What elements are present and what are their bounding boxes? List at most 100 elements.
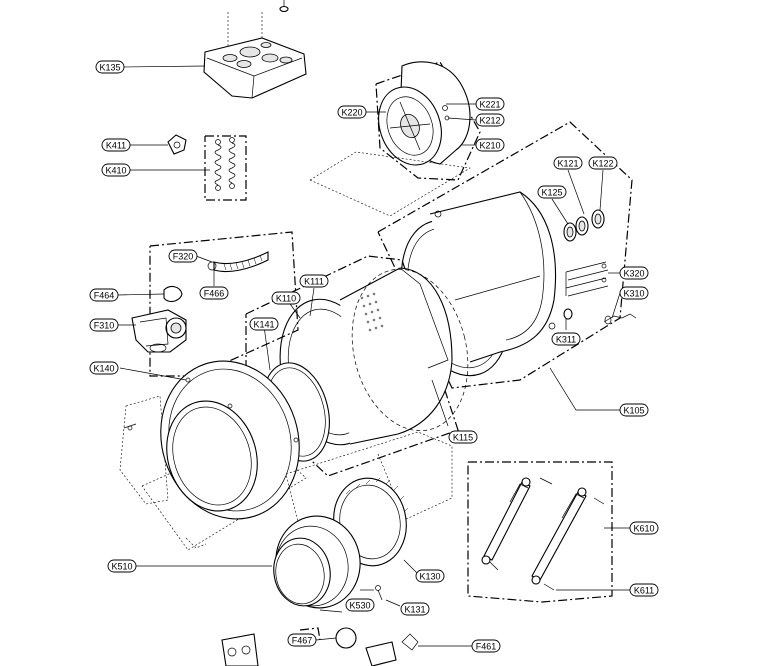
door-gasket-part xyxy=(273,515,361,609)
part-label-box xyxy=(271,291,301,305)
part-label-box xyxy=(107,559,137,573)
filter-clip-part xyxy=(163,285,183,303)
dampers-part xyxy=(467,461,613,603)
part-label-text: K221 xyxy=(479,100,500,110)
part-label-box xyxy=(619,403,649,417)
part-label-box xyxy=(89,318,119,332)
part-label-k410: K410 xyxy=(101,163,131,177)
part-label-k221: K221 xyxy=(475,97,505,111)
part-label-text: F466 xyxy=(204,289,225,299)
part-label-f464: F464 xyxy=(89,288,119,302)
part-label-text: F461 xyxy=(476,642,497,652)
part-label-k130: K130 xyxy=(415,569,445,583)
part-label-box xyxy=(629,583,659,597)
part-label-f320: F320 xyxy=(168,249,198,263)
part-label-text: K105 xyxy=(623,406,644,416)
part-label-text: K111 xyxy=(304,277,324,287)
part-label-f310: F310 xyxy=(89,318,119,332)
part-label-box xyxy=(537,185,567,199)
part-label-box xyxy=(619,266,649,280)
part-label-text: K115 xyxy=(453,433,473,443)
thermistor-part xyxy=(563,308,637,325)
part-label-text: K125 xyxy=(541,188,562,198)
leader-lines xyxy=(117,65,630,647)
part-label-k530: K530 xyxy=(345,598,375,612)
part-label-box xyxy=(249,317,279,331)
part-label-k115: K115 xyxy=(448,430,478,444)
part-label-text: K131 xyxy=(404,605,425,615)
part-label-f461: F461 xyxy=(471,639,501,653)
part-label-box xyxy=(551,332,581,346)
part-label-k411: K411 xyxy=(101,138,131,152)
part-label-k125: K125 xyxy=(537,185,567,199)
part-label-text: K141 xyxy=(253,320,274,330)
front-tub-part xyxy=(119,360,307,551)
part-label-text: K510 xyxy=(111,562,132,572)
part-label-text: K320 xyxy=(623,269,644,279)
part-label-box xyxy=(168,249,198,263)
part-label-box xyxy=(448,430,478,444)
part-label-text: K611 xyxy=(634,586,654,596)
part-label-k220: K220 xyxy=(337,105,367,119)
part-label-f467: F467 xyxy=(287,633,317,647)
part-label-text: K122 xyxy=(592,159,613,169)
part-label-text: F320 xyxy=(173,252,194,262)
part-label-box xyxy=(400,602,430,616)
part-label-k611: K611 xyxy=(629,583,659,597)
part-label-box xyxy=(588,156,618,170)
part-label-k311: K311 xyxy=(551,332,581,346)
part-label-box xyxy=(553,156,583,170)
part-label-box xyxy=(475,113,505,127)
part-label-box xyxy=(619,286,649,300)
suspension-springs-part xyxy=(204,135,247,201)
part-label-text: K121 xyxy=(557,159,578,169)
part-label-box xyxy=(475,138,505,152)
part-label-text: K411 xyxy=(106,141,126,151)
part-label-k210: K210 xyxy=(475,138,505,152)
part-label-f466: F466 xyxy=(199,286,229,300)
part-label-k140: K140 xyxy=(89,361,119,375)
part-label-text: F464 xyxy=(94,291,115,301)
part-label-text: K210 xyxy=(479,141,500,151)
part-label-k141: K141 xyxy=(249,317,279,331)
part-label-box xyxy=(337,105,367,119)
part-label-box xyxy=(89,361,119,375)
part-label-k121: K121 xyxy=(553,156,583,170)
part-label-text: K140 xyxy=(93,364,114,374)
heater-part xyxy=(565,261,609,297)
part-label-k131: K131 xyxy=(400,602,430,616)
part-label-k610: K610 xyxy=(629,521,659,535)
part-label-box xyxy=(299,274,329,288)
part-label-box xyxy=(95,60,125,74)
part-label-k111: K111 xyxy=(299,274,329,288)
part-label-k110: K110 xyxy=(271,291,301,305)
dispenser-cover-part xyxy=(203,37,307,99)
part-label-box xyxy=(199,286,229,300)
part-label-text: K135 xyxy=(99,63,120,73)
part-label-text: K212 xyxy=(479,116,500,126)
part-label-k310: K310 xyxy=(619,286,649,300)
part-label-box xyxy=(101,163,131,177)
part-label-box xyxy=(415,569,445,583)
part-label-text: K130 xyxy=(419,572,440,582)
part-label-box xyxy=(629,521,659,535)
part-label-box xyxy=(287,633,317,647)
part-label-box xyxy=(101,138,131,152)
part-label-text: K220 xyxy=(341,108,362,118)
drain-pump-part xyxy=(131,309,187,353)
part-label-text: K110 xyxy=(276,294,296,304)
part-label-k135: K135 xyxy=(95,60,125,74)
part-label-k320: K320 xyxy=(619,266,649,280)
part-label-text: K610 xyxy=(633,524,654,534)
spring-clip-part xyxy=(167,134,187,155)
part-label-text: K311 xyxy=(556,335,576,345)
part-label-text: F467 xyxy=(292,636,313,646)
part-label-box xyxy=(345,598,375,612)
part-label-k122: K122 xyxy=(588,156,618,170)
part-label-text: F310 xyxy=(94,321,115,331)
pulley-and-cover-part xyxy=(309,61,481,217)
part-label-k105: K105 xyxy=(619,403,649,417)
part-label-text: K310 xyxy=(623,289,644,299)
